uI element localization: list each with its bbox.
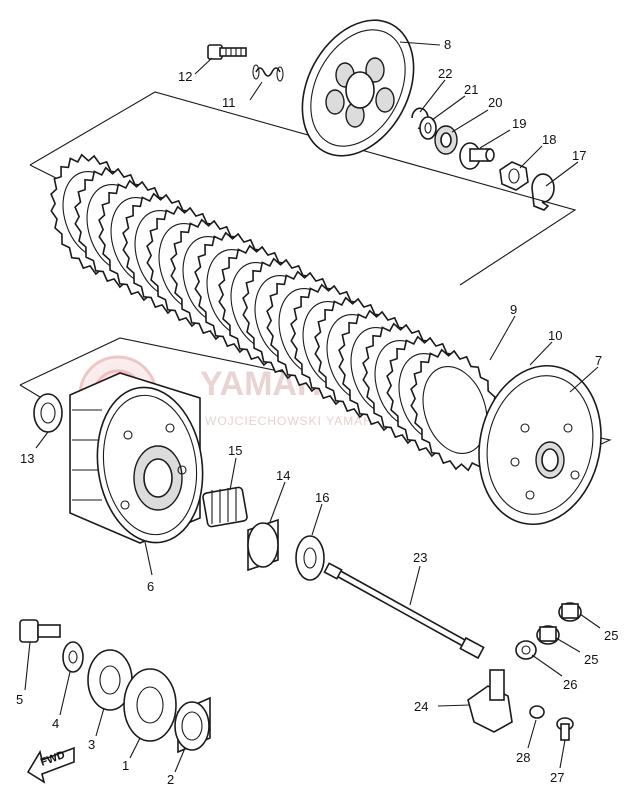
clutch-plate-stack xyxy=(50,153,500,472)
callout-21: 21 xyxy=(464,82,478,97)
washer-16 xyxy=(295,535,325,581)
screw-27 xyxy=(556,717,574,741)
bearing-20 xyxy=(434,125,458,155)
callout-19: 19 xyxy=(512,116,526,131)
thrust-plate-13 xyxy=(33,393,63,433)
lock-washer-17 xyxy=(531,173,555,211)
push-rod-23 xyxy=(323,562,485,660)
callout-24: 24 xyxy=(414,699,428,714)
callout-8: 8 xyxy=(444,37,451,52)
washer-21 xyxy=(419,116,437,140)
callout-13: 13 xyxy=(20,451,34,466)
leader-lines xyxy=(24,41,601,773)
callout-12: 12 xyxy=(178,69,192,84)
callout-3: 3 xyxy=(88,737,95,752)
push-lever-24 xyxy=(467,669,513,733)
nut-18 xyxy=(499,161,529,191)
callout-27: 27 xyxy=(550,770,564,785)
callout-1: 1 xyxy=(122,758,129,773)
callout-28: 28 xyxy=(516,750,530,765)
callout-10: 10 xyxy=(548,328,562,343)
callout-26: 26 xyxy=(563,677,577,692)
clutch-housing xyxy=(69,372,204,544)
needle-bearing-15 xyxy=(202,486,248,528)
callout-20: 20 xyxy=(488,95,502,110)
callout-7: 7 xyxy=(595,353,602,368)
callout-2: 2 xyxy=(167,772,174,787)
callout-15: 15 xyxy=(228,443,242,458)
callout-16: 16 xyxy=(315,490,329,505)
oil-seal-25b xyxy=(536,625,560,645)
callout-4: 4 xyxy=(52,716,59,731)
oil-seal-25a xyxy=(558,602,582,622)
washer-4 xyxy=(62,641,84,673)
fwd-arrow-icon: FWD xyxy=(26,746,75,784)
watermark-subtitle: WOJCIECHOWSKI YAMAHA xyxy=(205,414,382,428)
callout-14: 14 xyxy=(276,468,290,483)
callout-25a: 25 xyxy=(604,628,618,643)
pressure-plate xyxy=(301,19,415,157)
bolt-12 xyxy=(207,44,247,60)
clutch-boss xyxy=(478,364,602,526)
callout-5: 5 xyxy=(16,692,23,707)
push-rod-19 xyxy=(459,142,495,170)
callout-labels: 1 2 3 4 5 6 7 8 9 10 11 12 13 14 15 16 1… xyxy=(16,37,618,787)
callout-11: 11 xyxy=(222,95,236,110)
spacer-14 xyxy=(247,518,279,572)
callout-18: 18 xyxy=(542,132,556,147)
collar-2 xyxy=(174,696,211,754)
washer-28 xyxy=(529,705,545,719)
callout-6: 6 xyxy=(147,579,154,594)
callout-25b: 25 xyxy=(584,652,598,667)
bearing-26 xyxy=(515,640,537,660)
callout-22: 22 xyxy=(438,66,452,81)
bolt-5 xyxy=(19,619,61,643)
callout-9: 9 xyxy=(510,302,517,317)
spring-11 xyxy=(252,64,284,82)
callout-23: 23 xyxy=(413,550,427,565)
callout-17: 17 xyxy=(572,148,586,163)
gear-1 xyxy=(123,668,177,742)
